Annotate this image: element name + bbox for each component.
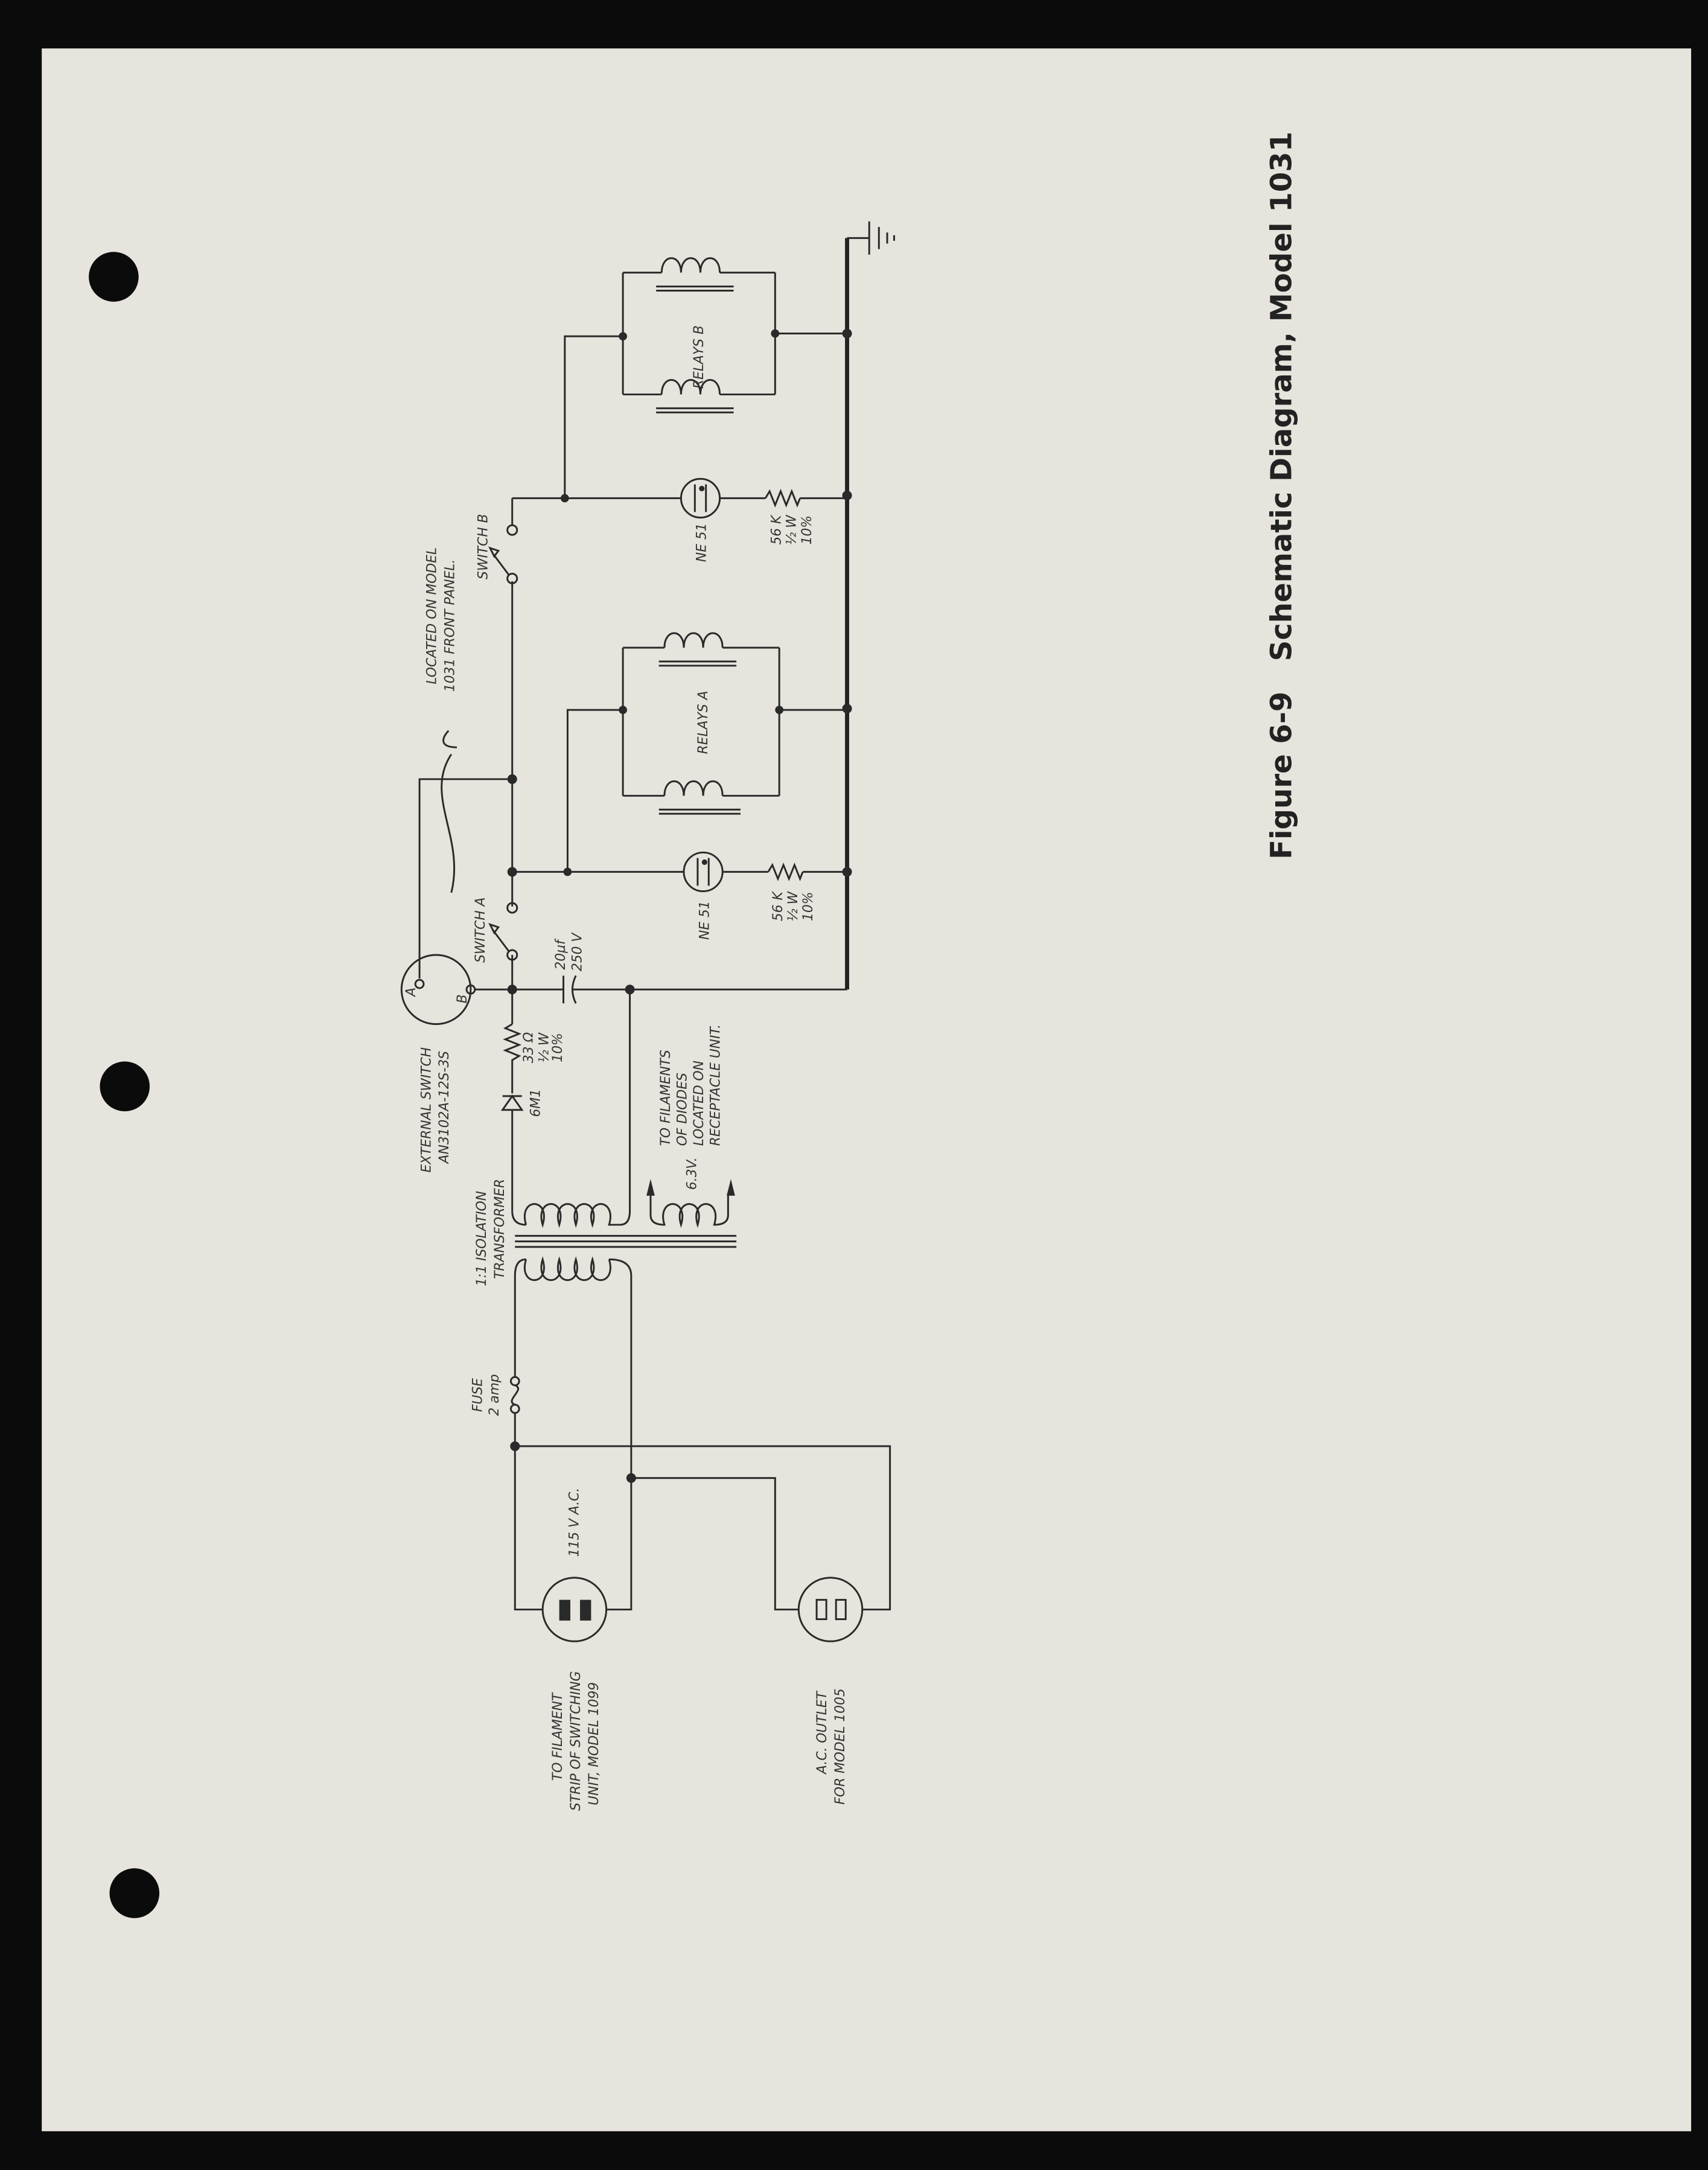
resistor-56k-a-label: ½ W (786, 890, 801, 921)
filaments-note: OF DIODES (675, 1073, 690, 1146)
plug-1099 (541, 1577, 608, 1642)
switch-a-label: SWITCH A (473, 897, 488, 962)
fuse-label: FUSE (470, 1378, 485, 1412)
front-panel-note: 1031 FRONT PANEL. (442, 560, 457, 692)
filament-strip-label: UNIT, MODEL 1099 (587, 1682, 602, 1805)
capacitor-label: 20µf (553, 938, 569, 970)
ac-outlet-label: A.C. OUTLET (815, 1690, 830, 1775)
front-panel-note: LOCATED ON MODEL (425, 547, 440, 685)
resistor-56k-a (767, 862, 804, 881)
resistor-56k-a-label: 10% (801, 892, 816, 921)
switch-b-label: SWITCH B (476, 514, 491, 579)
ac-outlet-1005 (797, 1577, 864, 1642)
resistor-56k-b-label: 56 K (769, 514, 784, 545)
filament-strip-label: TO FILAMENT (550, 1692, 566, 1781)
punch-hole (109, 1868, 160, 1918)
capacitor-label: 250 V (570, 932, 585, 971)
switch-a (488, 902, 518, 961)
filament-voltage-label: 6.3V. (685, 1157, 700, 1190)
diode-label: 6M1 (529, 1089, 544, 1117)
diagram-labels: TO FILAMENT STRIP OF SWITCHING UNIT, MOD… (419, 325, 848, 1811)
resistor-33-ohm (503, 1023, 522, 1094)
resistor-33-label: ½ W (537, 1032, 552, 1062)
neon-a-label: NE 51 (697, 901, 712, 940)
figure-caption: Figure 6-9 Schematic Diagram, Model 1031 (1265, 132, 1299, 860)
paper-sheet (42, 48, 1692, 2131)
schematic-diagram: A B (400, 221, 895, 1642)
neon-lamp-b (680, 477, 721, 519)
relays-a (619, 632, 784, 815)
ground-icon (847, 221, 895, 255)
transformer-label: TRANSFORMER (492, 1179, 508, 1279)
filaments-note: LOCATED ON (692, 1061, 707, 1146)
external-switch-label: AN3102A-12S-3S (437, 1051, 452, 1165)
pointer-arrow (441, 730, 457, 893)
ext-switch-b-label: B (455, 994, 470, 1003)
resistor-56k-b-label: ½ W (785, 514, 800, 545)
filaments-note: TO FILAMENTS (658, 1050, 674, 1146)
neon-b-label: NE 51 (695, 523, 710, 562)
relays-b-label: RELAYS B (692, 325, 707, 389)
punch-hole (100, 1061, 150, 1112)
resistor-56k-a-label: 56 K (771, 891, 786, 922)
capacitor-20uf (562, 975, 577, 1004)
filament-strip-label: STRIP OF SWITCHING (569, 1671, 584, 1811)
resistor-56k-b-label: 10% (800, 515, 815, 544)
filaments-note: RECEPTACLE UNIT. (709, 1024, 724, 1146)
fuse-label: 2 amp (487, 1374, 502, 1416)
neon-lamp-a (683, 851, 724, 893)
ext-switch-a-label: A (404, 988, 419, 998)
supply-voltage-label: 115 V A.C. (567, 1488, 582, 1557)
transformer-label: 1:1 ISOLATION (474, 1191, 489, 1286)
ac-outlet-label: FOR MODEL 1005 (833, 1688, 848, 1805)
switch-b (488, 524, 518, 584)
diode-6m1 (500, 1094, 524, 1211)
external-switch-label: EXTERNAL SWITCH (419, 1047, 434, 1173)
relays-a-label: RELAYS A (696, 691, 711, 754)
isolation-transformer (511, 989, 737, 1478)
external-switch: A B (400, 954, 476, 1026)
resistor-56k-b (764, 488, 801, 508)
punch-hole (89, 252, 139, 302)
resistor-33-label: 10% (550, 1033, 566, 1062)
resistor-33-label: 33 Ω (521, 1032, 537, 1064)
relays-b (619, 257, 780, 413)
